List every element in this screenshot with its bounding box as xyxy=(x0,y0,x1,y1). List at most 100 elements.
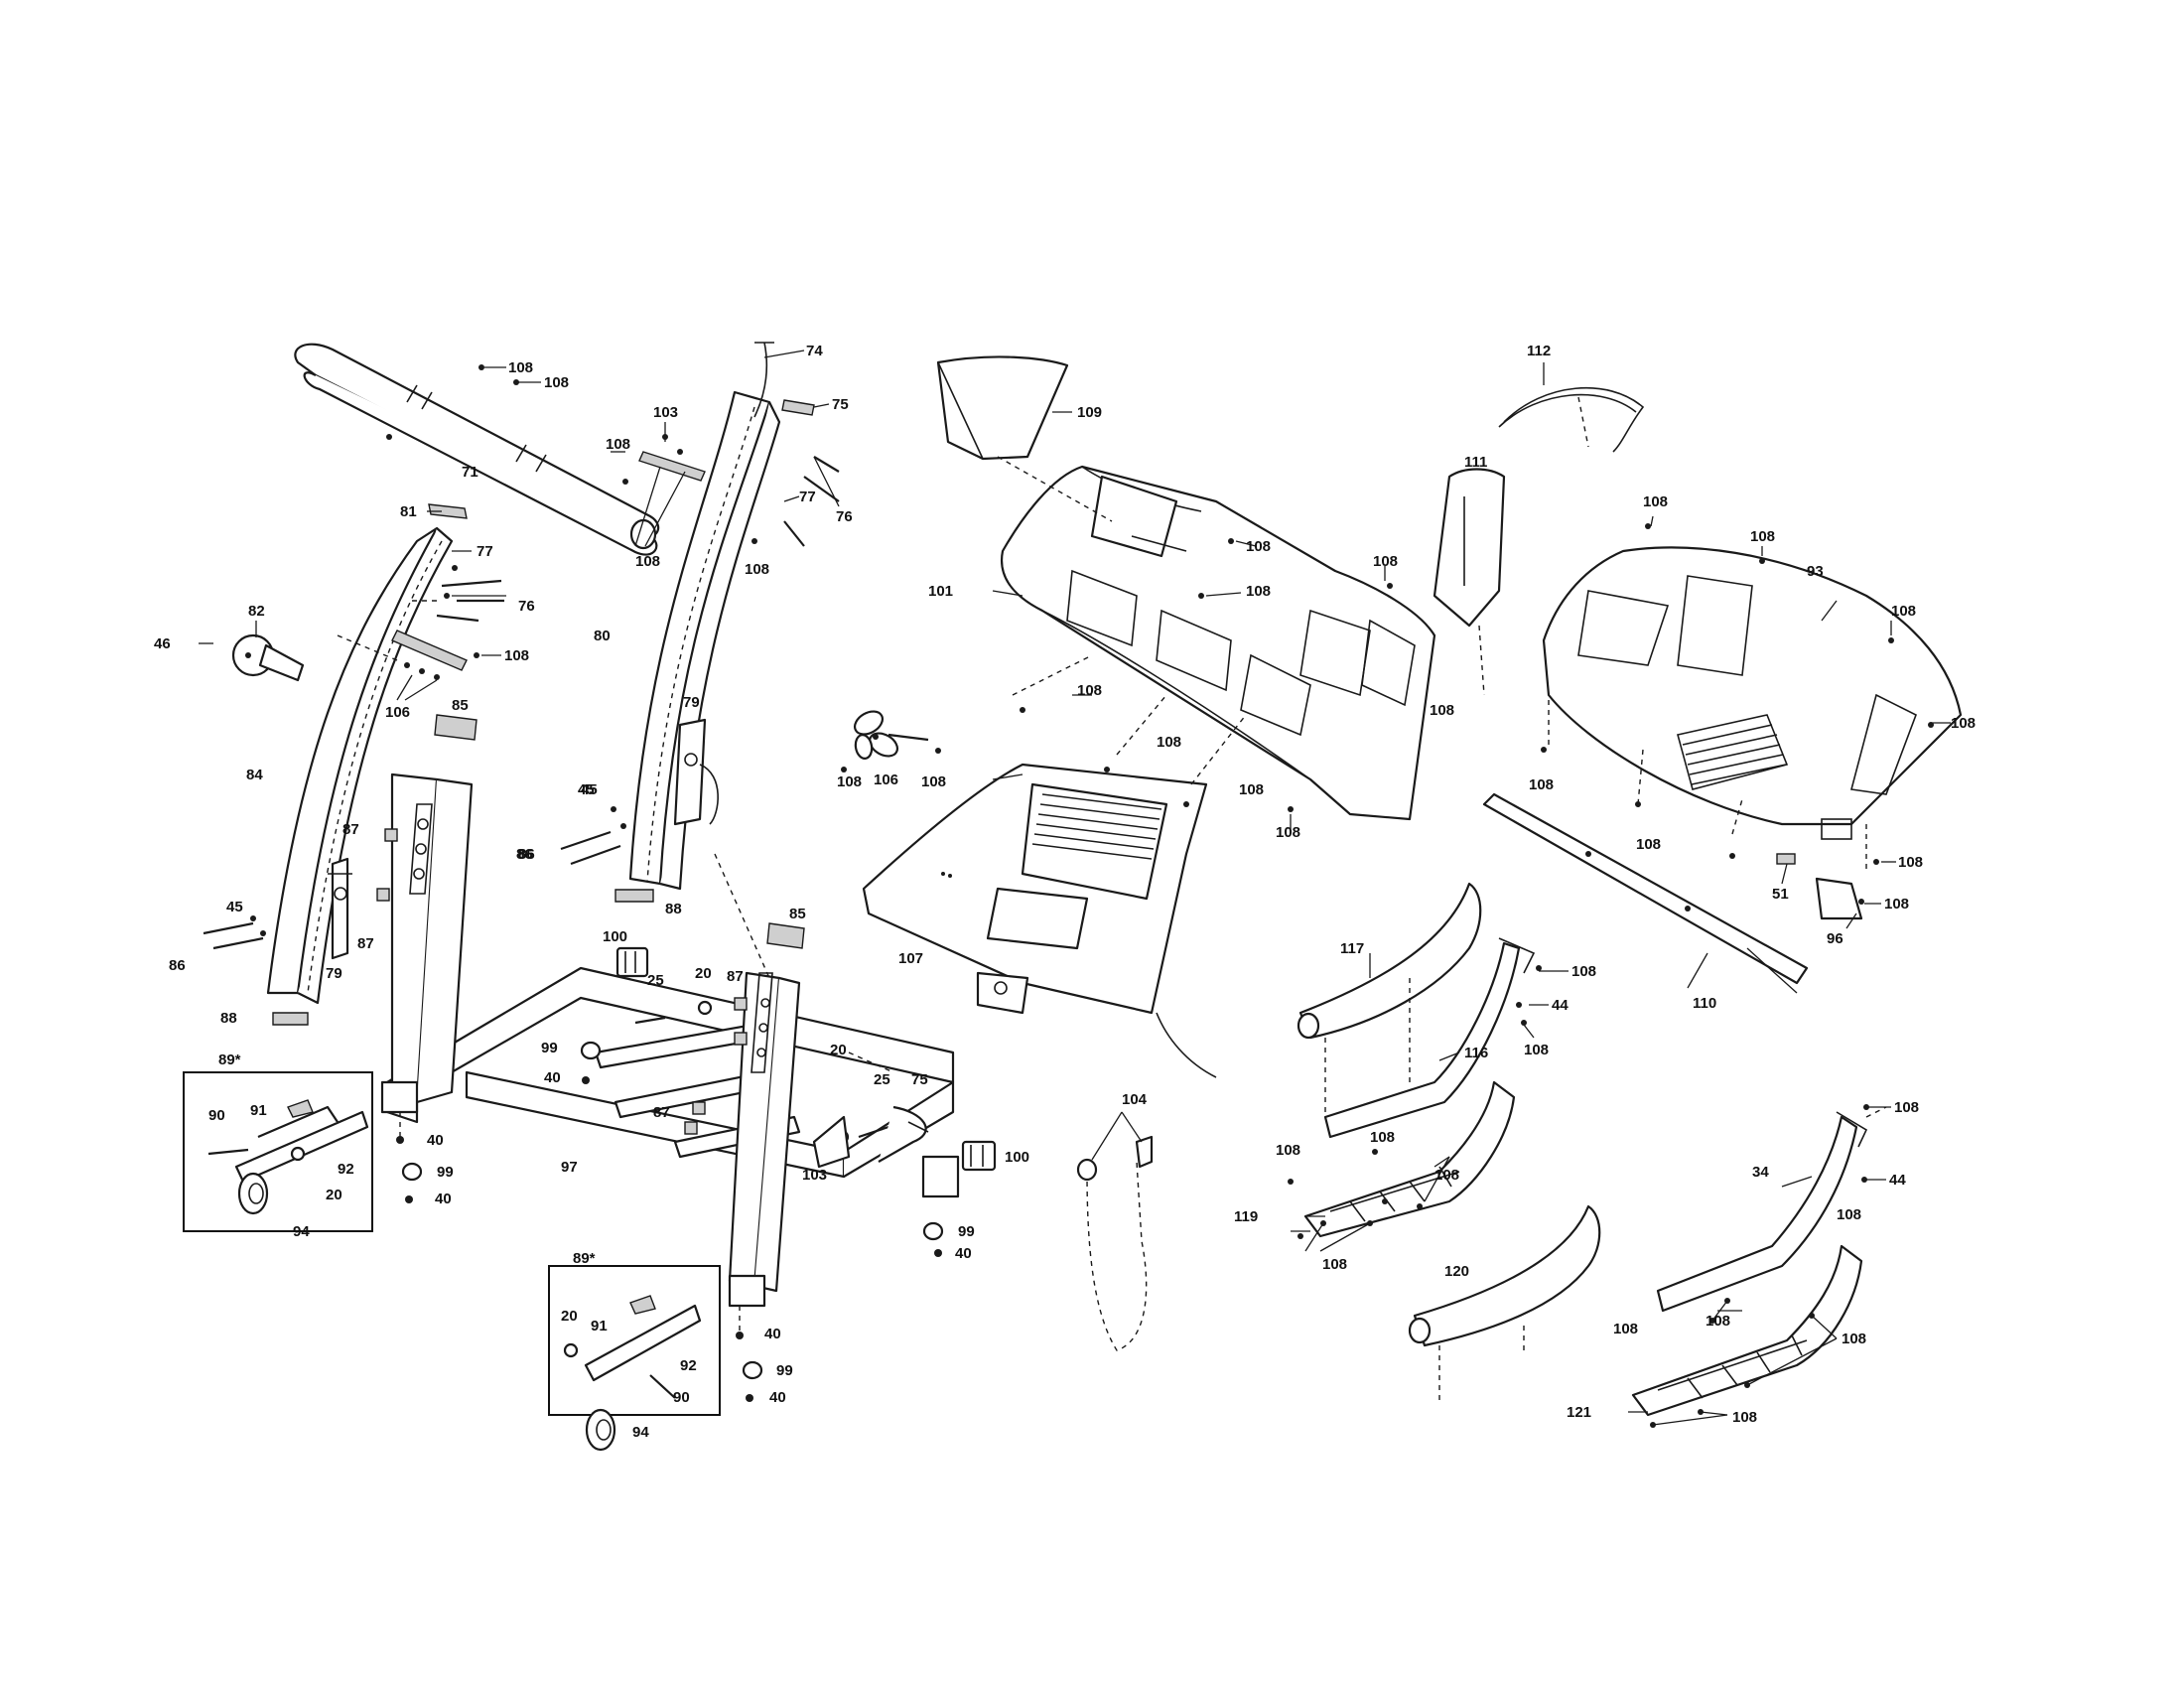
label-108: 108 xyxy=(1706,1313,1730,1330)
label-108: 108 xyxy=(504,647,529,664)
label-90: 90 xyxy=(208,1107,225,1124)
label-108: 108 xyxy=(1636,836,1661,853)
label-117: 117 xyxy=(1340,940,1364,957)
console-cover-part-93 xyxy=(1542,546,1963,840)
label-108: 108 xyxy=(1276,824,1300,841)
label-45: 45 xyxy=(226,899,243,915)
label-108: 108 xyxy=(1239,781,1264,798)
label-108: 108 xyxy=(1434,1167,1459,1184)
label-108: 108 xyxy=(1370,1129,1395,1146)
label-40: 40 xyxy=(435,1191,452,1207)
label-85: 85 xyxy=(789,906,806,922)
label-108: 108 xyxy=(1571,963,1596,980)
label-46: 46 xyxy=(154,635,171,652)
label-99: 99 xyxy=(776,1362,793,1379)
label-79: 79 xyxy=(326,965,342,982)
label-51: 51 xyxy=(1772,886,1789,903)
plate-part-103-top xyxy=(638,434,706,482)
label-110: 110 xyxy=(1693,995,1716,1012)
label-106: 106 xyxy=(385,704,410,721)
label-86: 86 xyxy=(518,846,535,863)
label-45: 45 xyxy=(578,781,595,798)
label-92: 92 xyxy=(680,1357,697,1374)
bolts-part-45-86-right xyxy=(560,806,626,866)
label-108: 108 xyxy=(1322,1256,1347,1273)
label-25: 25 xyxy=(874,1071,890,1088)
wire-part-74 xyxy=(753,342,774,418)
tray-part-111 xyxy=(1433,468,1506,628)
label-71: 71 xyxy=(462,464,478,481)
clip-part-75 xyxy=(781,399,815,416)
label-119: 119 xyxy=(1234,1208,1258,1225)
label-76: 76 xyxy=(518,598,535,615)
side-rail-part-116 xyxy=(1323,937,1536,1139)
label-108: 108 xyxy=(1246,538,1271,555)
assembly-dashed-lines xyxy=(337,396,1887,1400)
bolts-part-76-77-right xyxy=(783,456,840,547)
label-103: 103 xyxy=(653,404,678,421)
clip-part-51 xyxy=(1776,853,1796,865)
label-116: 116 xyxy=(1464,1045,1488,1061)
part-number-labels: 74 75 109 112 108 108 103 108 71 77 76 1… xyxy=(154,343,1976,1441)
label-91: 91 xyxy=(591,1318,608,1334)
label-75: 75 xyxy=(911,1071,928,1088)
label-25: 25 xyxy=(647,972,664,989)
label-40: 40 xyxy=(544,1069,561,1086)
wheel-kit-box-89-left xyxy=(183,1071,373,1232)
label-112: 112 xyxy=(1527,343,1551,359)
label-40: 40 xyxy=(955,1245,972,1262)
label-40: 40 xyxy=(769,1389,786,1406)
base-frame-part-97 xyxy=(380,772,960,1308)
label-89: 89* xyxy=(573,1250,596,1267)
label-20: 20 xyxy=(830,1042,847,1058)
leveler-part-99-b xyxy=(396,1136,423,1203)
clips-part-87 xyxy=(376,828,748,1135)
label-93: 93 xyxy=(1807,563,1824,580)
label-108: 108 xyxy=(1884,896,1909,912)
label-79: 79 xyxy=(683,694,700,711)
label-20: 20 xyxy=(561,1308,578,1325)
label-108: 108 xyxy=(1891,603,1916,620)
label-108: 108 xyxy=(1750,528,1775,545)
plate-part-79-left xyxy=(328,857,352,960)
label-82: 82 xyxy=(248,603,265,620)
label-120: 120 xyxy=(1444,1263,1469,1280)
label-20: 20 xyxy=(695,965,712,982)
console-base-part-101 xyxy=(1000,465,1436,821)
bolt-part-25-top xyxy=(634,1000,713,1025)
label-108: 108 xyxy=(508,359,533,376)
label-77: 77 xyxy=(477,543,493,560)
label-87: 87 xyxy=(342,821,359,838)
label-84: 84 xyxy=(246,767,263,783)
label-108: 108 xyxy=(1898,854,1923,871)
leveler-part-99-c xyxy=(922,1221,944,1257)
belt-part-104 xyxy=(1076,1135,1154,1351)
label-109: 109 xyxy=(1077,404,1102,421)
label-20: 20 xyxy=(326,1187,342,1203)
label-80: 80 xyxy=(594,628,611,644)
label-100: 100 xyxy=(1005,1149,1029,1166)
label-108: 108 xyxy=(1842,1331,1866,1347)
bolts-part-76-77 xyxy=(436,565,504,623)
label-108: 108 xyxy=(1529,776,1554,793)
leveler-part-99-a xyxy=(580,1041,602,1084)
left-upright-part-84 xyxy=(266,526,454,1005)
label-85: 85 xyxy=(452,697,469,714)
label-88: 88 xyxy=(220,1010,237,1027)
label-108: 108 xyxy=(1837,1206,1861,1223)
label-103: 103 xyxy=(802,1167,827,1184)
label-111: 111 xyxy=(1464,454,1487,471)
label-99: 99 xyxy=(541,1040,558,1056)
grip-part-82 xyxy=(231,633,305,682)
label-108: 108 xyxy=(921,773,946,790)
label-45: 45 xyxy=(581,781,598,798)
label-44: 44 xyxy=(1552,997,1569,1014)
label-108: 108 xyxy=(1246,583,1271,600)
label-87: 87 xyxy=(653,1104,670,1121)
foot-pad-part-100-top xyxy=(615,946,649,978)
label-121: 121 xyxy=(1567,1404,1591,1421)
label-108: 108 xyxy=(635,553,660,570)
label-77: 77 xyxy=(799,489,816,505)
label-108: 108 xyxy=(1951,715,1976,732)
